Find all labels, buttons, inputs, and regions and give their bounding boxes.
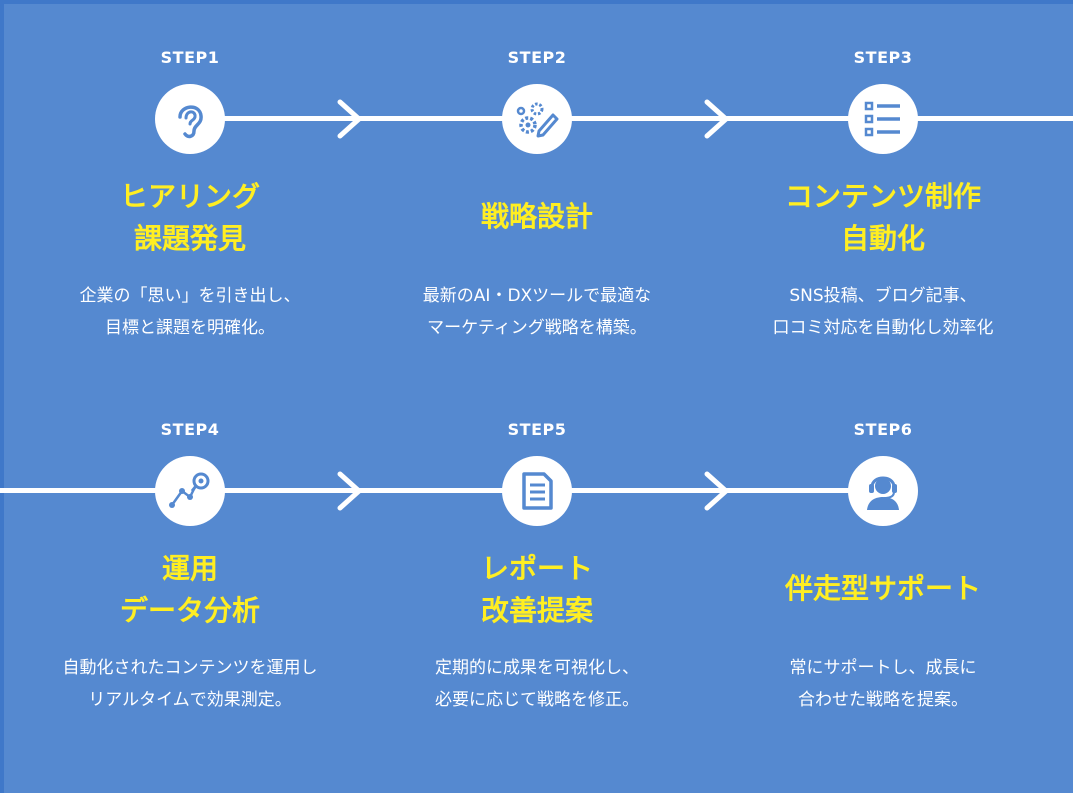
arrow-right-icon [704,99,729,139]
step-6: STEP6 伴走型サポート 常にサポートし、成長に 合わせた戦略を提案。 [723,372,1043,752]
analytics-icon [169,472,210,508]
step-4: STEP4 運用 データ分析 自動化されたコンテンツを運用し リアルタイムで効果… [30,372,350,752]
step-label: STEP2 [507,48,567,67]
connector-line-row2 [0,488,900,493]
step-label: STEP1 [160,48,220,67]
step-label: STEP4 [160,420,220,439]
checklist-icon [864,101,900,137]
step-label: STEP3 [853,48,913,67]
step-3: STEP3 コンテンツ制作 自動化 SNS投稿、ブログ記事、 口コミ対応を自動化… [723,0,1043,380]
step-description: SNS投稿、ブログ記事、 口コミ対応を自動化し効率化 [772,286,994,338]
step-title: 伴走型サポート [784,572,981,605]
step-2: STEP2 戦略設計 最新のAI・DXツールで最適な マーケティング戦略を構築。 [377,0,697,380]
step-title: ヒアリング 課題発見 [119,180,260,255]
step-icon-circle [848,456,918,526]
step-label: STEP6 [853,420,913,439]
arrow-right-icon [704,471,729,511]
step-description: 最新のAI・DXツールで最適な マーケティング戦略を構築。 [422,286,652,338]
step-icon-circle [502,84,572,154]
step-description: 自動化されたコンテンツを運用し リアルタイムで効果測定。 [62,658,318,710]
step-title: 運用 データ分析 [119,552,260,627]
step-icon-circle [155,84,225,154]
step-description: 常にサポートし、成長に 合わせた戦略を提案。 [789,658,977,710]
step-description: 企業の「思い」を引き出し、 目標と課題を明確化。 [79,286,301,338]
step-description: 定期的に成果を可視化し、 必要に応じて戦略を修正。 [435,658,639,710]
ear-icon [178,105,203,139]
step-icon-circle [848,84,918,154]
step-icon-circle [502,456,572,526]
step-icon-circle [155,456,225,526]
arrow-right-icon [337,99,362,139]
step-5: STEP5 レポート 改善提案 定期的に成果を可視化し、 必要に応じて戦略を修正… [377,372,697,752]
arrow-right-icon [337,471,362,511]
report-icon [522,472,553,510]
support-headset-icon [867,476,899,510]
step-title: レポート 改善提案 [480,552,593,627]
step-title: コンテンツ制作 自動化 [784,180,981,255]
step-1: STEP1 ヒアリング 課題発見 企業の「思い」を引き出し、 目標と課題を明確化… [30,0,350,380]
step-label: STEP5 [507,420,567,439]
gears-pencil-icon [516,102,559,138]
step-title: 戦略設計 [480,200,593,233]
connector-line-row1 [185,116,1073,121]
